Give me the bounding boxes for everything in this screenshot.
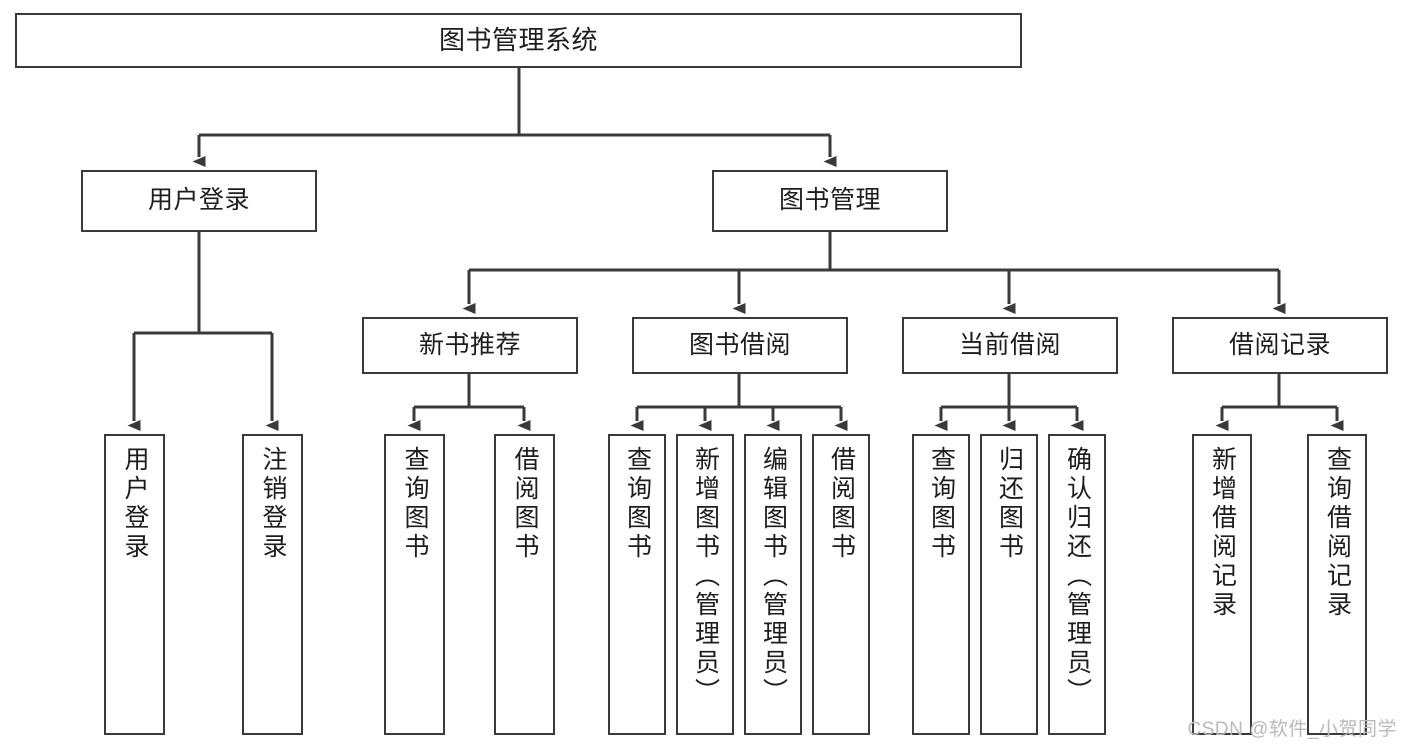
node-leaf-confirm-return[interactable]: 确认归还（管理员） (1048, 434, 1106, 735)
node-label: 图书借阅 (688, 330, 791, 359)
node-label: 当前借阅 (958, 330, 1061, 359)
node-leaf-borrow-book-2[interactable]: 借阅图书 (812, 434, 870, 735)
node-leaf-user-login[interactable]: 用户登录 (104, 434, 165, 735)
node-borrow-record[interactable]: 借阅记录 (1172, 317, 1388, 374)
node-leaf-user-logout[interactable]: 注销登录 (242, 434, 303, 735)
node-label: 用户登录 (121, 446, 149, 562)
node-leaf-add-book[interactable]: 新增图书（管理员） (676, 434, 734, 735)
node-leaf-query-record[interactable]: 查询借阅记录 (1307, 434, 1367, 735)
node-label: 查询图书 (401, 446, 429, 562)
node-leaf-borrow-book-1[interactable]: 借阅图书 (494, 434, 555, 735)
node-label: 归还图书 (995, 446, 1024, 562)
node-book-borrow[interactable]: 图书借阅 (632, 317, 848, 374)
node-leaf-add-record[interactable]: 新增借阅记录 (1192, 434, 1252, 735)
node-label: 查询图书 (623, 446, 652, 562)
node-label: 新增借阅记录 (1208, 446, 1237, 620)
node-leaf-query-book-3[interactable]: 查询图书 (912, 434, 970, 735)
node-label: 查询借阅记录 (1323, 446, 1352, 620)
node-label: 借阅图书 (511, 446, 539, 562)
node-leaf-edit-book[interactable]: 编辑图书（管理员） (744, 434, 802, 735)
node-label: 新书推荐 (418, 330, 521, 359)
node-label: 确认归还（管理员） (1063, 446, 1092, 707)
node-label: 图书管理系统 (438, 25, 598, 56)
watermark: CSDN @软件_小贺同学 (1187, 719, 1397, 740)
node-leaf-query-book-2[interactable]: 查询图书 (608, 434, 666, 735)
node-leaf-return-book[interactable]: 归还图书 (980, 434, 1038, 735)
node-label: 注销登录 (259, 446, 287, 562)
node-label: 用户登录 (147, 186, 250, 215)
node-label: 查询图书 (927, 446, 956, 562)
node-leaf-query-book-1[interactable]: 查询图书 (384, 434, 445, 735)
node-label: 借阅记录 (1228, 330, 1331, 359)
node-label: 图书管理 (778, 186, 881, 215)
node-label: 编辑图书（管理员） (759, 446, 788, 707)
node-root[interactable]: 图书管理系统 (15, 13, 1022, 68)
node-label: 借阅图书 (827, 446, 856, 562)
node-label: 新增图书（管理员） (691, 446, 720, 707)
node-current-borrow[interactable]: 当前借阅 (902, 317, 1118, 374)
node-new-book-recommend[interactable]: 新书推荐 (362, 317, 578, 374)
node-user-login[interactable]: 用户登录 (81, 170, 317, 232)
node-book-manage[interactable]: 图书管理 (712, 170, 948, 232)
